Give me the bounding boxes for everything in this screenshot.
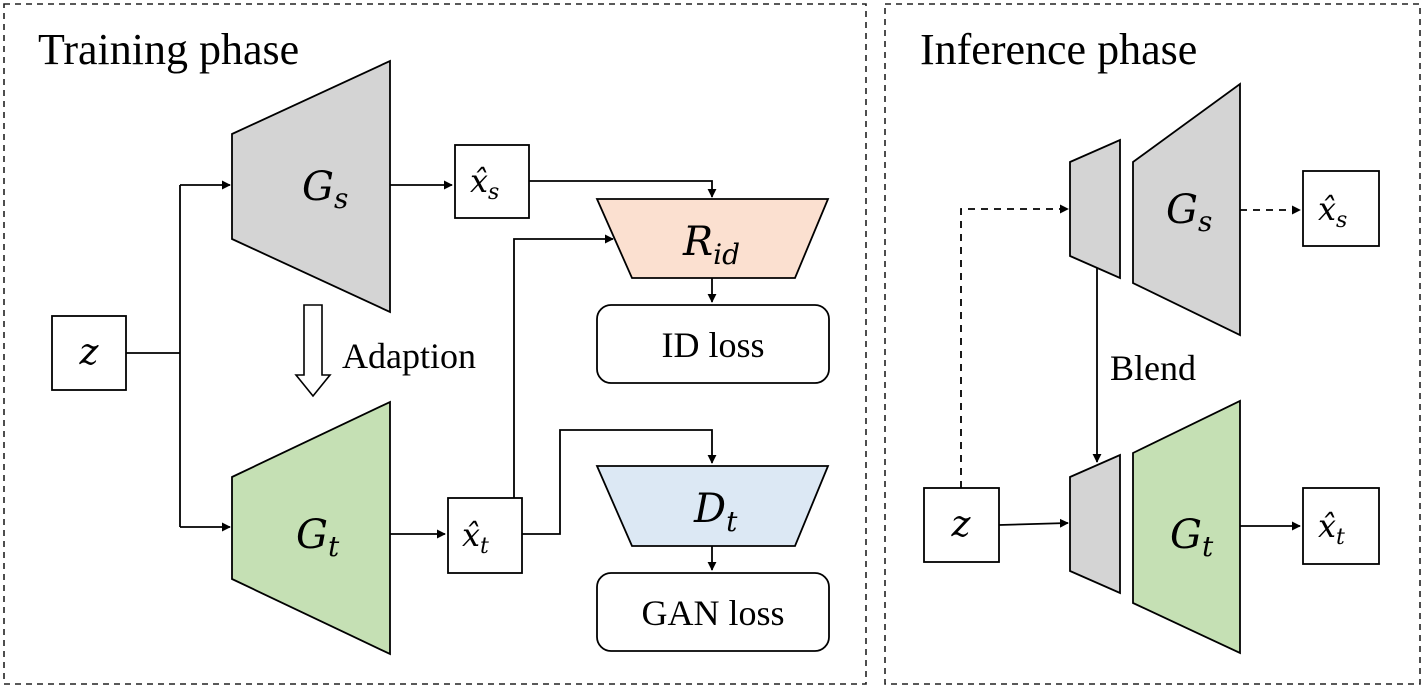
inference-z-box	[923, 487, 1000, 563]
training-gt-label: Gt	[296, 512, 340, 563]
z-to-gt-arrow-inference	[998, 518, 1069, 528]
id-loss-box	[596, 304, 830, 384]
id-loss-label: ID loss	[661, 325, 764, 365]
training-gs-label: Gs	[302, 164, 348, 215]
training-z-label: z	[79, 332, 100, 373]
dt-label: Dt	[693, 486, 738, 538]
training-xs-label: x̂s	[470, 162, 499, 205]
inference-z-label: z	[951, 504, 972, 545]
inference-xs-box	[1302, 170, 1380, 247]
inference-gt-generator	[1132, 399, 1241, 655]
gan-loss-label: GAN loss	[641, 593, 784, 633]
inference-title: Inference phase	[920, 25, 1197, 74]
rid-label: Rid	[682, 219, 740, 271]
inference-gs-prefix-block	[1069, 138, 1121, 280]
blend-label: Blend	[1110, 348, 1196, 388]
inference-gt-prefix-block	[1069, 453, 1121, 595]
adaption-arrow-icon	[294, 304, 332, 398]
inference-xt-box	[1302, 487, 1380, 565]
training-frame	[3, 3, 867, 685]
xt-to-rid-arrow	[513, 234, 614, 498]
inference-xs-label: x̂s	[1318, 190, 1347, 233]
z-to-gs-dashed-arrow	[960, 204, 1069, 488]
inference-gt-label: Gt	[1170, 512, 1214, 563]
training-gt-generator	[231, 400, 391, 656]
training-z-box	[51, 315, 127, 391]
training-gs-generator	[231, 59, 391, 314]
training-xt-box	[447, 497, 523, 574]
gan-loss-box	[596, 572, 830, 652]
training-title: Training phase	[38, 25, 299, 74]
rid-network	[595, 198, 830, 279]
xt-to-dt-arrow	[522, 429, 717, 535]
adaption-label: Adaption	[342, 336, 476, 376]
inference-frame	[884, 3, 1421, 685]
inference-gs-label: Gs	[1166, 187, 1212, 238]
training-xt-label: x̂t	[462, 516, 489, 559]
dt-discriminator	[595, 465, 830, 547]
inference-gs-generator	[1132, 82, 1241, 337]
xs-to-rid-arrow	[529, 180, 717, 198]
inference-xt-label: x̂t	[1318, 507, 1345, 550]
